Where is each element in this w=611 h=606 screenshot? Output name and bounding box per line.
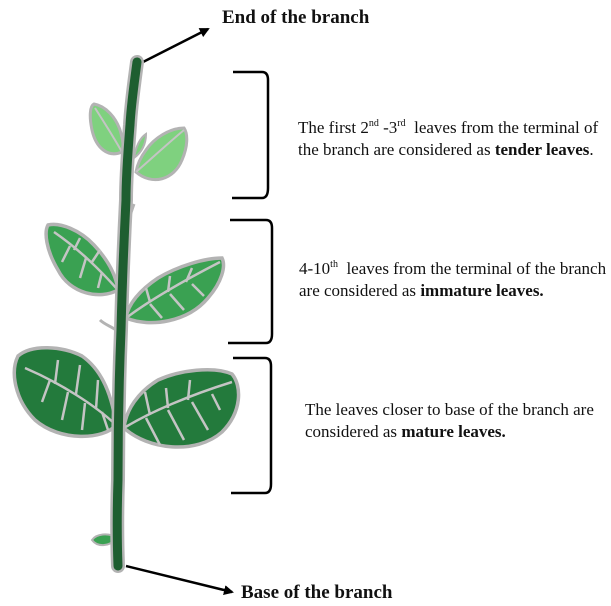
mature-description-line-1: The leaves closer to base of the branch … [305, 399, 594, 421]
mature-leaves [14, 348, 238, 545]
immature-leaves [46, 204, 223, 330]
immature-leaves-bracket [228, 220, 272, 343]
end-of-branch-label: End of the branch [222, 6, 369, 30]
mature-description-line-2: considered as mature leaves. [305, 421, 594, 443]
immature-leaves-term: immature leaves. [420, 281, 543, 300]
immature-twig-left [100, 320, 116, 330]
mature-leaves-term: mature leaves. [401, 422, 506, 441]
mature-leaves-bracket [231, 358, 271, 493]
mature-leaves-description: The leaves closer to base of the branch … [305, 399, 594, 443]
immature-description-line-1: 4-10th leaves from the terminal of the b… [299, 258, 606, 280]
base-of-branch-arrow [126, 566, 232, 592]
immature-description-line-2: are considered as immature leaves. [299, 280, 606, 302]
tender-leaves-description: The first 2nd -3rd leaves from the termi… [298, 117, 598, 161]
base-of-branch-label: Base of the branch [241, 581, 392, 605]
tender-description-line-1: The first 2nd -3rd leaves from the termi… [298, 117, 598, 139]
tender-leaves-bracket [232, 72, 268, 198]
immature-leaves-description: 4-10th leaves from the terminal of the b… [299, 258, 606, 302]
tender-description-line-2: the branch are considered as tender leav… [298, 139, 598, 161]
tender-leaves [90, 104, 187, 180]
tender-leaves-term: tender leaves [495, 140, 590, 159]
mature-leaf-left [14, 348, 116, 437]
end-of-branch-arrow [143, 29, 208, 62]
